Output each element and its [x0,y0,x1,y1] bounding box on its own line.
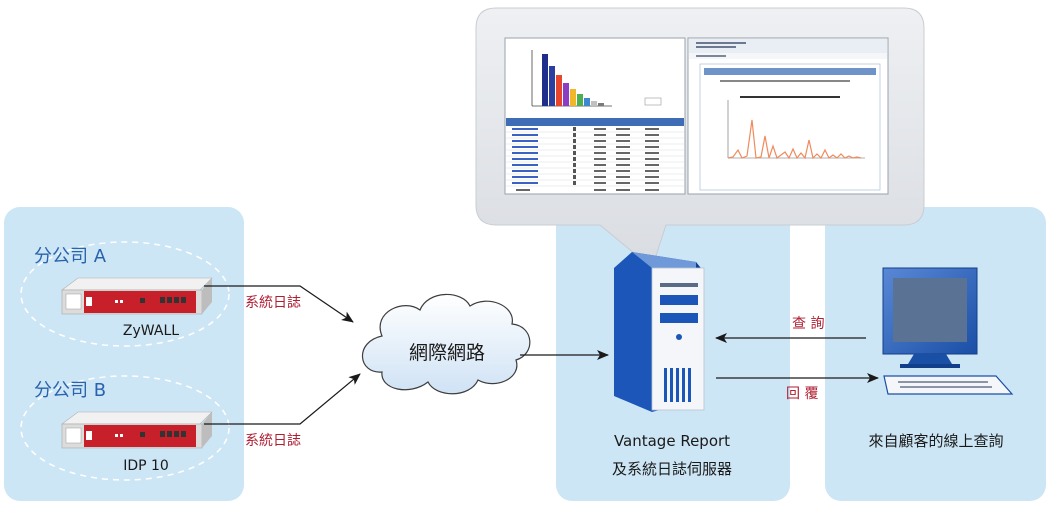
branch-b-boundary [20,375,230,481]
branch-a-device-name: ZyWALL [123,323,179,339]
query-label: 查 詢 [792,316,824,332]
server-name-line1: Vantage Report [614,432,730,450]
branch-b: 分公司 B IDP 10 [20,375,230,481]
report-bar [584,98,590,106]
report-bar [563,83,569,106]
computer-icon [882,267,1014,395]
syslog-label-b: 系統日誌 [245,433,301,449]
report-screenshot [504,37,889,195]
network-cloud-icon [361,293,531,395]
firewall-device-icon [61,277,213,315]
report-bar [542,54,548,106]
report-bar [598,103,604,106]
client-label: 來自顧客的線上查詢 [868,432,1003,450]
branch-b-device-name: IDP 10 [123,458,169,474]
branch-a-title: 分公司 A [34,246,107,267]
report-bar [549,66,555,106]
report-line-series [727,119,862,160]
report-bar [577,94,583,106]
report-bar [556,75,562,106]
report-bar [570,89,576,106]
server-name-line2: 及系統日誌伺服器 [612,460,732,478]
syslog-arrow-a [204,285,354,323]
firewall-device-icon [61,411,213,449]
syslog-arrow-b [204,373,361,425]
branch-a: 分公司 A ZyWALL [20,241,230,347]
syslog-label-a: 系統日誌 [245,295,301,311]
report-chart-title-bar [704,68,876,75]
branch-b-title: 分公司 B [34,380,106,401]
internet-label: 網際網路 [409,342,485,364]
branch-a-boundary [20,241,230,347]
report-bar [591,101,597,106]
server-icon [614,252,705,412]
reply-label: 回 覆 [786,386,818,402]
report-table-header [506,118,684,126]
